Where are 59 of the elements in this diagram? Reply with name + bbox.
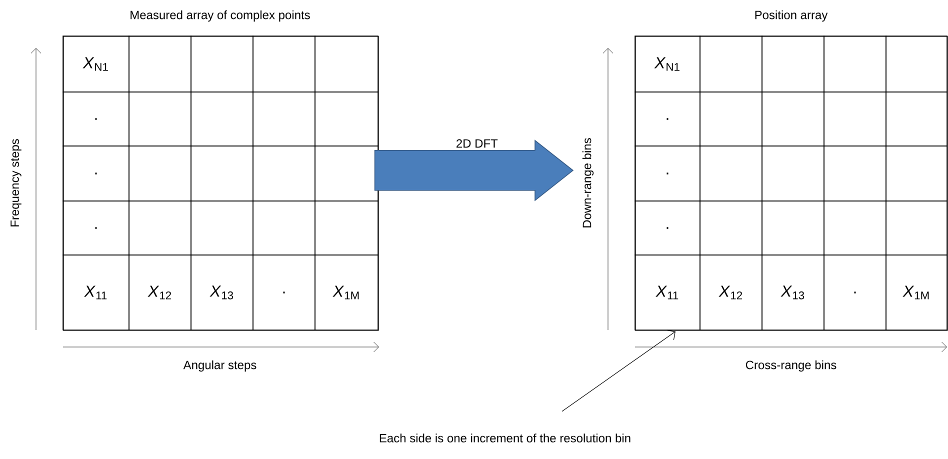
grid-cell: X$_{12}$ bbox=[700, 254, 762, 330]
edge-label: 2D DFT bbox=[454, 138, 499, 149]
empty-cell bbox=[700, 92, 762, 146]
annotation-text: Each side is one increment of the resolution bin bbox=[380, 434, 630, 442]
empty-cell bbox=[700, 36, 762, 92]
empty-cell bbox=[128, 92, 192, 146]
empty-cell bbox=[128, 36, 192, 92]
empty-cell bbox=[824, 92, 886, 146]
empty-cell bbox=[886, 200, 948, 256]
empty-cell bbox=[886, 92, 948, 146]
grid-cell: . bbox=[62, 92, 130, 146]
empty-cell bbox=[886, 146, 948, 202]
empty-cell bbox=[762, 200, 824, 256]
empty-cell bbox=[190, 200, 254, 256]
empty-cell bbox=[252, 146, 316, 202]
grid-cell: . bbox=[62, 146, 130, 202]
grid-title: Measured array of complex points bbox=[130, 10, 310, 22]
grid-cell: X$_{1M}$ bbox=[314, 254, 378, 330]
grid-cell: X$_{13}$ bbox=[190, 254, 254, 330]
empty-cell bbox=[886, 36, 948, 92]
axis-label: Down-range bins bbox=[582, 138, 594, 228]
empty-cell bbox=[190, 92, 254, 146]
empty-cell bbox=[128, 146, 192, 202]
empty-cell bbox=[252, 92, 316, 146]
axis-label: Frequency steps bbox=[10, 139, 22, 226]
leader-line bbox=[562, 330, 676, 412]
grid-cell: . bbox=[824, 254, 886, 330]
grid-cell: X$_{11}$ bbox=[62, 254, 130, 330]
grid-cell: X$_{11}$ bbox=[634, 254, 700, 330]
empty-cell bbox=[824, 36, 886, 92]
empty-cell bbox=[762, 36, 824, 92]
axis-label: Angular steps bbox=[183, 360, 256, 372]
empty-cell bbox=[252, 200, 316, 256]
grid-cell: . bbox=[634, 146, 700, 202]
empty-cell bbox=[190, 146, 254, 202]
empty-cell bbox=[824, 200, 886, 256]
empty-cell bbox=[762, 92, 824, 146]
block-arrow bbox=[374, 140, 574, 202]
grid-cell: . bbox=[252, 254, 316, 330]
empty-cell bbox=[762, 146, 824, 202]
grid-cell: X$_{12}$ bbox=[128, 254, 192, 330]
empty-cell bbox=[314, 200, 378, 256]
empty-cell bbox=[128, 200, 192, 256]
grid-cell: X$_{N1}$ bbox=[62, 36, 130, 92]
empty-cell bbox=[314, 36, 378, 92]
empty-cell bbox=[252, 36, 316, 92]
grid-cell: X$_{N1}$ bbox=[634, 36, 700, 92]
empty-cell bbox=[824, 146, 886, 202]
empty-cell bbox=[190, 36, 254, 92]
grid-cell: . bbox=[62, 200, 130, 256]
grid-cell: X$_{13}$ bbox=[762, 254, 824, 330]
axis-label: Cross-range bins bbox=[746, 360, 836, 372]
grid-cell: . bbox=[634, 200, 700, 256]
empty-cell bbox=[314, 92, 378, 146]
empty-cell bbox=[700, 146, 762, 202]
empty-cell bbox=[700, 200, 762, 256]
grid-cell: . bbox=[634, 92, 700, 146]
grid-title: Position array bbox=[755, 10, 828, 22]
grid-cell: X$_{1M}$ bbox=[886, 254, 948, 330]
